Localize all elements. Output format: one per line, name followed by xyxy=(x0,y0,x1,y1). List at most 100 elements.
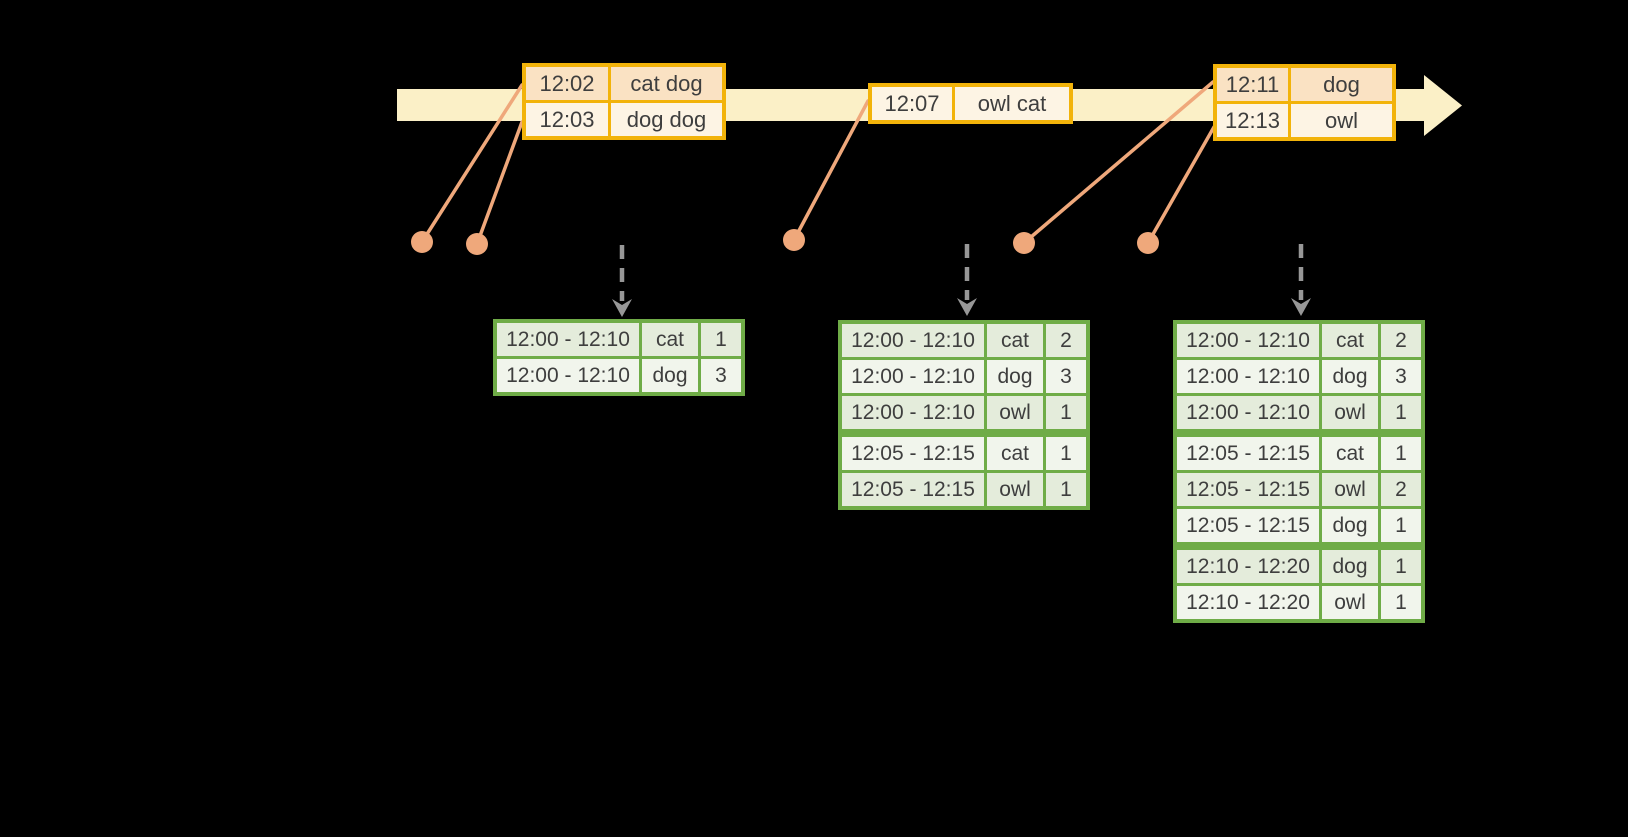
table-cell: 3 xyxy=(698,356,745,396)
table-cell: 12:05 - 12:15 xyxy=(1173,470,1322,509)
table-cell: dog xyxy=(984,357,1046,396)
table-cell: cat dog xyxy=(608,63,726,103)
table-cell: 1 xyxy=(1043,429,1090,473)
event-dot xyxy=(466,233,488,255)
table-cell: 1 xyxy=(1378,429,1425,473)
table-cell: 1 xyxy=(1043,470,1090,510)
table-cell: 12:07 xyxy=(868,83,955,124)
table-cell: 1 xyxy=(1378,542,1425,586)
table-cell: 12:05 - 12:15 xyxy=(1173,506,1322,548)
table-cell: owl xyxy=(1288,101,1396,141)
table-cell: 12:00 - 12:10 xyxy=(838,357,987,396)
table-cell: 12:00 - 12:10 xyxy=(493,319,642,359)
table-cell: 1 xyxy=(1378,583,1425,623)
table-cell: 12:13 xyxy=(1213,101,1291,141)
table-cell: 12:05 - 12:15 xyxy=(1173,429,1322,473)
table-cell: owl xyxy=(984,470,1046,510)
table-cell: 12:00 - 12:10 xyxy=(1173,320,1322,360)
table-cell: cat xyxy=(984,320,1046,360)
table-cell: 2 xyxy=(1378,470,1425,509)
table-cell: 12:05 - 12:15 xyxy=(838,470,987,510)
table-cell: cat xyxy=(1319,320,1381,360)
table-cell: 2 xyxy=(1378,320,1425,360)
event-dot xyxy=(1137,232,1159,254)
event-connector-line xyxy=(1146,125,1216,245)
event-connector-line xyxy=(475,120,524,246)
table-cell: dog xyxy=(1319,506,1381,548)
table-cell: 12:10 - 12:20 xyxy=(1173,542,1322,586)
table-cell: 3 xyxy=(1043,357,1090,396)
table-cell: 2 xyxy=(1043,320,1090,360)
event-connector-line xyxy=(420,83,524,244)
trigger-arrowhead-icon xyxy=(1291,298,1311,316)
trigger-arrowhead-icon xyxy=(957,298,977,316)
table-cell: cat xyxy=(1319,429,1381,473)
table-cell: 12:00 - 12:10 xyxy=(838,320,987,360)
table-cell: dog dog xyxy=(608,100,726,140)
table-cell: 1 xyxy=(698,319,745,359)
table-cell: owl xyxy=(1319,393,1381,435)
table-cell: 1 xyxy=(1378,393,1425,435)
event-connector-line xyxy=(792,99,870,242)
table-cell: dog xyxy=(1319,357,1381,396)
table-cell: owl cat xyxy=(952,83,1073,124)
table-cell: dog xyxy=(1319,542,1381,586)
table-cell: 12:11 xyxy=(1213,64,1291,104)
table-cell: owl xyxy=(1319,583,1381,623)
table-cell: cat xyxy=(639,319,701,359)
table-cell: owl xyxy=(1319,470,1381,509)
table-cell: 3 xyxy=(1378,357,1425,396)
event-dot xyxy=(411,231,433,253)
table-cell: 12:00 - 12:10 xyxy=(1173,357,1322,396)
table-cell: 12:05 - 12:15 xyxy=(838,429,987,473)
table-cell: 12:10 - 12:20 xyxy=(1173,583,1322,623)
table-cell: dog xyxy=(639,356,701,396)
table-cell: 12:02 xyxy=(522,63,611,103)
timeline-arrowhead-icon xyxy=(1424,75,1462,136)
trigger-arrowhead-icon xyxy=(612,299,632,317)
table-cell: 1 xyxy=(1378,506,1425,548)
table-cell: owl xyxy=(984,393,1046,435)
table-cell: dog xyxy=(1288,64,1396,104)
table-cell: 1 xyxy=(1043,393,1090,435)
event-dot xyxy=(783,229,805,251)
table-cell: 12:00 - 12:10 xyxy=(1173,393,1322,435)
table-cell: cat xyxy=(984,429,1046,473)
event-connector-line xyxy=(1022,80,1215,245)
table-cell: 12:00 - 12:10 xyxy=(493,356,642,396)
table-cell: 12:03 xyxy=(522,100,611,140)
event-dot xyxy=(1013,232,1035,254)
table-cell: 12:00 - 12:10 xyxy=(838,393,987,435)
